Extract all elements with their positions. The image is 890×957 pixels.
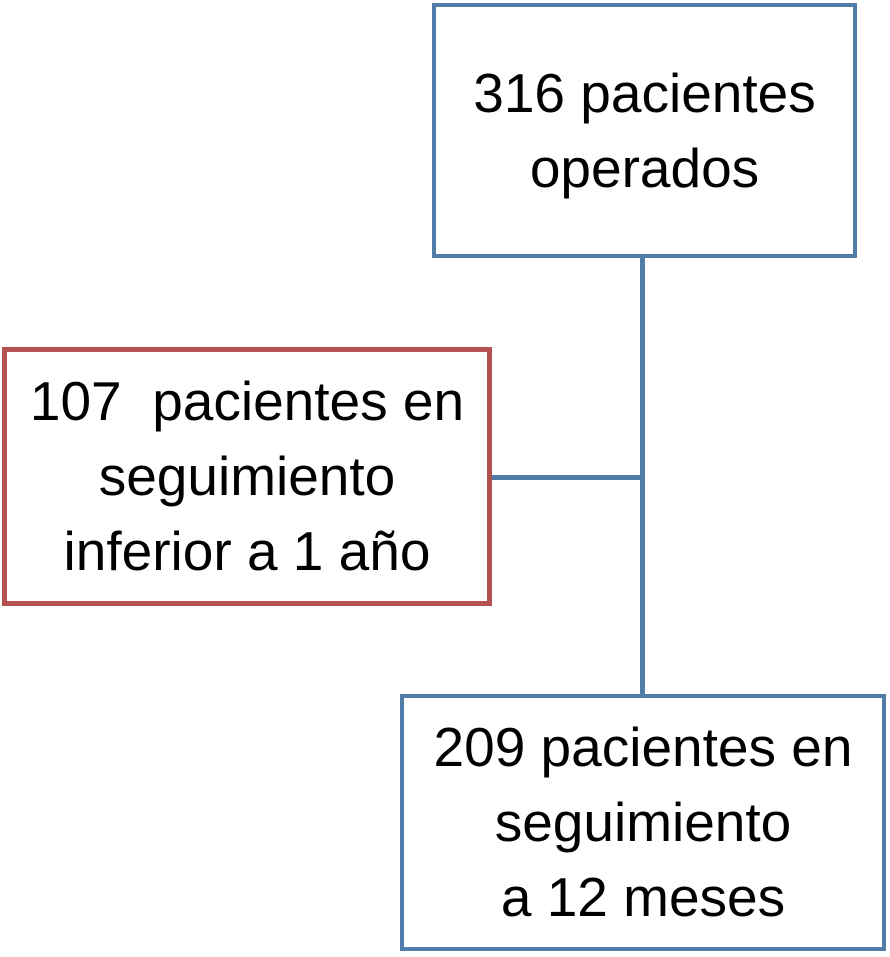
box-operated-patients: 316 pacientes operados <box>432 3 857 258</box>
operated-patients-text: 316 pacientes operados <box>473 61 816 199</box>
12-month-followup-patients-text: 209 pacientes en seguimiento a 12 meses <box>433 716 853 928</box>
box-12-month-followup-patients: 209 pacientes en seguimiento a 12 meses <box>400 694 886 951</box>
box-short-followup-patients: 107 pacientes en seguimiento inferior a … <box>2 347 492 606</box>
connector-short-followup-line <box>492 475 645 480</box>
short-followup-patients-text: 107 pacientes en seguimiento inferior a … <box>29 370 465 582</box>
